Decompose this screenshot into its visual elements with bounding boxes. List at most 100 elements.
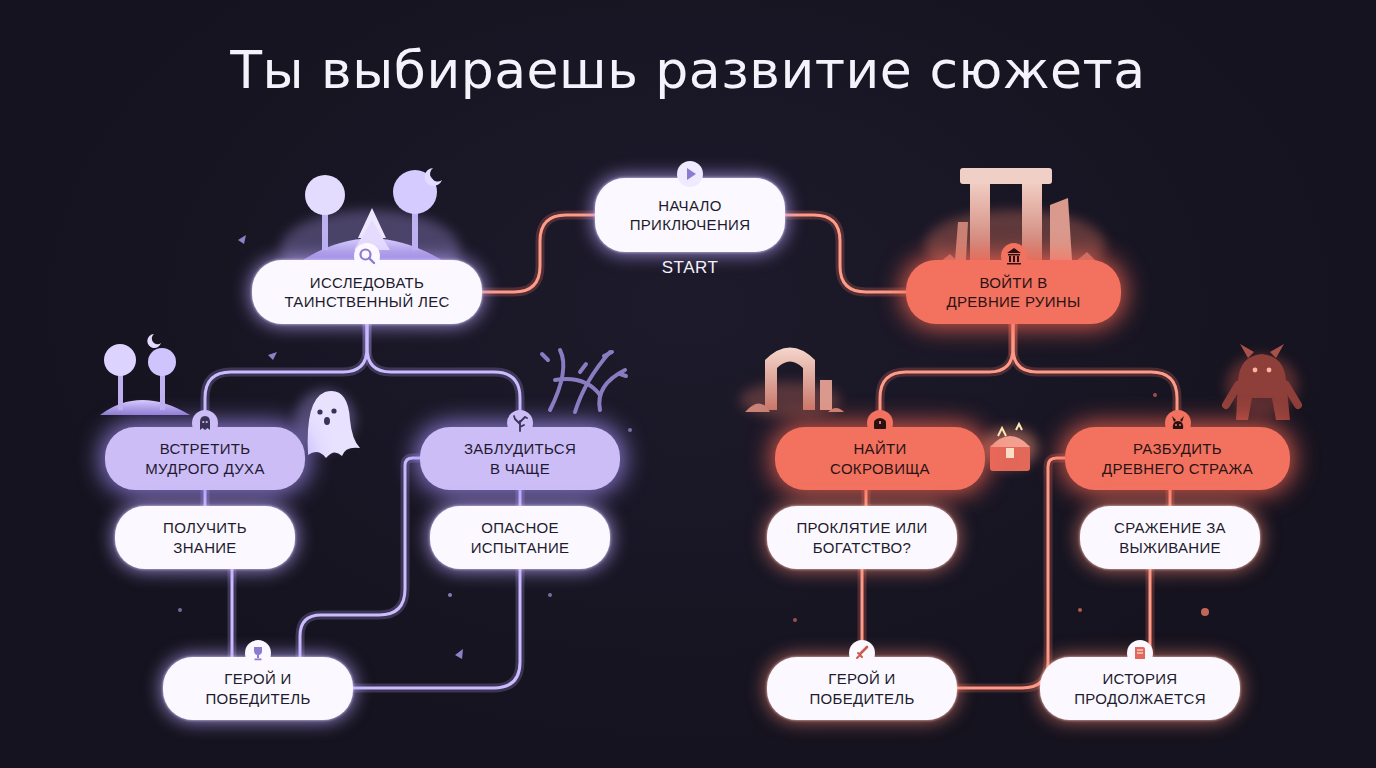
node-label: ГЕРОЙ И ПОБЕДИТЕЛЬ <box>183 669 333 708</box>
node-label: ПОЛУЧИТЬ ЗНАНИЕ <box>135 518 275 557</box>
node-label: ЗАБЛУДИТЬСЯ В ЧАЩЕ <box>440 439 600 478</box>
icon-glyph <box>676 160 704 188</box>
connector-line <box>367 324 520 427</box>
node-label: ИСТОРИЯ ПРОДОЛЖАЕТСЯ <box>1060 669 1220 708</box>
connector-line <box>205 324 367 427</box>
outcome-pill: ГЕРОЙ И ПОБЕДИТЕЛЬ <box>163 657 353 720</box>
choice-pill: НАЙТИ СОКРОВИЩА <box>775 427 985 490</box>
node-label: ПРОКЛЯТИЕ ИЛИ БОГАТСТВО? <box>787 518 937 557</box>
branch-connector <box>205 490 206 506</box>
outcome-pill: ОПАСНОЕ ИСПЫТАНИЕ <box>430 506 610 569</box>
node-label: СРАЖЕНИЕ ЗА ВЫЖИВАНИЕ <box>1100 518 1240 557</box>
badge-icon <box>353 242 381 270</box>
node-label: ОПАСНОЕ ИСПЫТАНИЕ <box>450 518 590 557</box>
connector-line <box>353 569 520 688</box>
icon-glyph <box>1164 409 1192 437</box>
branch-connector <box>520 490 521 506</box>
connector-line <box>1013 324 1177 427</box>
branch-connector <box>1013 324 1177 427</box>
node-label: ВОЙТИ В ДРЕВНИЕ РУИНЫ <box>934 273 1094 312</box>
node-label: НАЧАЛО ПРИКЛЮЧЕНИЯ <box>615 196 765 235</box>
connector-line <box>1169 490 1172 506</box>
outcome-pill: ИССЛЕДОВАТЬ ТАИНСТВЕННЫЙ ЛЕС <box>252 260 482 324</box>
node-label: РАЗБУДИТЬ ДРЕВНЕГО СТРАЖА <box>1095 439 1260 478</box>
icon-glyph <box>848 639 876 667</box>
choice-pill: РАЗБУДИТЬ ДРЕВНЕГО СТРАЖА <box>1065 427 1290 490</box>
badge-icon <box>866 409 894 437</box>
choice-pill: ВСТРЕТИТЬ МУДРОГО ДУХА <box>105 427 305 490</box>
branch-connector <box>205 324 367 427</box>
connector-line <box>519 490 522 506</box>
icon-glyph <box>866 409 894 437</box>
connector-glow <box>201 490 210 506</box>
badge-icon <box>676 160 704 188</box>
branch-connector <box>367 324 520 427</box>
connector-glow <box>957 458 1065 688</box>
badge-icon <box>848 639 876 667</box>
connector-glow <box>1166 490 1175 506</box>
ghost <box>295 390 360 458</box>
diagram-title: Ты выбираешь развитие сюжета <box>0 40 1376 100</box>
branch-connector <box>1150 569 1151 657</box>
connector-line <box>300 458 420 657</box>
node-label: НАЙТИ СОКРОВИЩА <box>815 439 945 478</box>
connector-line <box>231 569 234 657</box>
start-label: START <box>662 258 719 278</box>
branch-connector <box>880 324 1013 427</box>
badge-icon <box>1164 409 1192 437</box>
sparkles <box>178 352 1209 659</box>
badge-icon <box>191 409 219 437</box>
badge-icon <box>1000 242 1028 270</box>
connector-line <box>880 324 1013 427</box>
connector-line <box>957 458 1065 688</box>
icon-glyph <box>506 409 534 437</box>
badge-icon <box>244 639 272 667</box>
treasure-chest <box>982 424 1038 471</box>
connector-glow <box>205 324 367 427</box>
small-forest <box>100 334 190 415</box>
connector-line <box>785 215 906 292</box>
icon-glyph <box>1126 639 1154 667</box>
connector-glow <box>880 324 1013 427</box>
node-label: ИССЛЕДОВАТЬ ТАИНСТВЕННЫЙ ЛЕС <box>275 273 460 312</box>
thorns <box>542 350 626 412</box>
branch-connector <box>232 569 233 657</box>
node-label: ВСТРЕТИТЬ МУДРОГО ДУХА <box>125 439 285 478</box>
choice-pill: ЗАБЛУДИТЬСЯ В ЧАЩЕ <box>420 427 620 490</box>
icon-glyph <box>353 242 381 270</box>
connector-line <box>204 490 207 506</box>
outcome-pill: СРАЖЕНИЕ ЗА ВЫЖИВАНИЕ <box>1080 506 1260 569</box>
icon-glyph <box>1000 242 1028 270</box>
connector-glow <box>228 569 237 657</box>
branch-connector <box>957 458 1065 688</box>
connector-line <box>482 215 595 292</box>
icon-glyph <box>191 409 219 437</box>
branch-connector <box>300 458 420 657</box>
badge-icon <box>506 409 534 437</box>
node-label: ГЕРОЙ И ПОБЕДИТЕЛЬ <box>787 669 937 708</box>
outcome-pill: ИСТОРИЯ ПРОДОЛЖАЕТСЯ <box>1040 657 1240 720</box>
icon-glyph <box>244 639 272 667</box>
connector-glow <box>367 324 520 427</box>
connector-glow <box>516 490 525 506</box>
connector-glow <box>862 490 871 506</box>
branch-connector <box>785 215 906 292</box>
connector-glow <box>1013 324 1177 427</box>
branch-connector <box>866 490 867 506</box>
connector-glow <box>482 215 595 292</box>
connector-glow <box>353 569 520 688</box>
outcome-pill: ПОЛУЧИТЬ ЗНАНИЕ <box>115 506 295 569</box>
connector-glow <box>300 458 420 657</box>
small-ruin <box>740 348 844 419</box>
outcome-pill: ПРОКЛЯТИЕ ИЛИ БОГАТСТВО? <box>767 506 957 569</box>
choice-pill: ВОЙТИ В ДРЕВНИЕ РУИНЫ <box>906 260 1121 324</box>
connector-glow <box>785 215 906 292</box>
outcome-pill: ГЕРОЙ И ПОБЕДИТЕЛЬ <box>767 657 957 720</box>
connector-line <box>865 490 868 506</box>
branch-connector <box>482 215 595 292</box>
branch-connector <box>1170 490 1171 506</box>
outcome-pill: НАЧАЛО ПРИКЛЮЧЕНИЯSTART <box>595 178 785 252</box>
branch-connector <box>353 569 520 688</box>
